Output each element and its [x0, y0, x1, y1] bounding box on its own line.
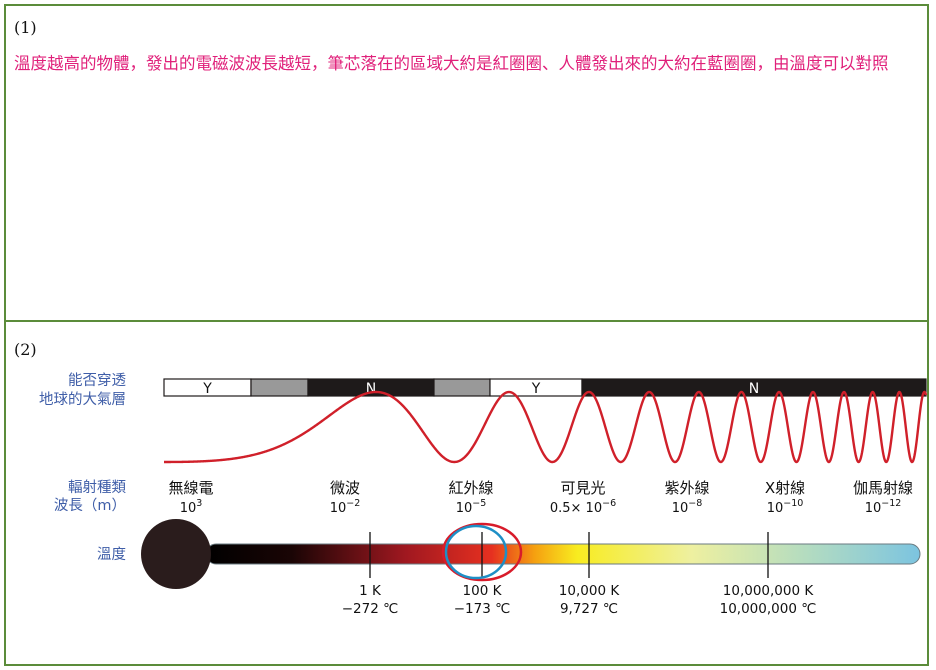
part-2-label: (2)	[14, 340, 37, 359]
kelvin-label: 1 K	[359, 583, 382, 599]
kelvin-label: 10,000 K	[559, 583, 621, 599]
temperature-label: 溫度	[97, 546, 126, 563]
kelvin-label: 10,000,000 K	[723, 583, 815, 599]
question-panel-2: (2) 能否穿透 地球的大氣層 輻射種類 波長（m） 溫度 Y N Y N	[4, 320, 929, 666]
atmosphere-segment-label: Y	[202, 381, 212, 397]
radiation-type-name: 紅外線	[448, 479, 493, 497]
radiation-type-name: 無線電	[168, 479, 213, 497]
wavelength-value: 10−12	[865, 498, 902, 516]
blue-circle	[444, 524, 508, 580]
atmosphere-segment	[581, 378, 927, 397]
radiation-type-name: 伽馬射線	[853, 479, 913, 497]
question-panel-1: (1) 溫度越高的物體，發出的電磁波波長越短，筆芯落在的區域大約是紅圈圈、人體發…	[4, 4, 929, 322]
wavelength-value: 103	[180, 498, 203, 516]
atmosphere-segment-label: N	[366, 381, 376, 397]
atmosphere-label-line1: 能否穿透	[68, 372, 126, 389]
radiation-label-line2: 波長（m）	[54, 497, 126, 514]
atmosphere-segment-label: N	[749, 381, 759, 397]
wavelength-value: 10−5	[456, 498, 487, 516]
celsius-label: 9,727 ℃	[560, 601, 618, 617]
temperature-gradient-bar	[205, 543, 921, 565]
atmosphere-segment-label: Y	[531, 381, 541, 397]
radiation-type-name: X射線	[765, 479, 805, 497]
radiation-type-name: 紫外線	[664, 479, 709, 497]
wavelength-value: 0.5× 10−6	[550, 498, 616, 516]
wave-line	[164, 390, 927, 464]
part-1-label: (1)	[14, 18, 37, 37]
black-body-ball	[141, 519, 211, 589]
celsius-label: 10,000,000 ℃	[720, 601, 817, 617]
atmosphere-label-line2: 地球的大氣層	[39, 391, 126, 408]
atmosphere-segment	[433, 378, 491, 397]
atmosphere-segment	[250, 378, 309, 397]
answer-text: 溫度越高的物體，發出的電磁波波長越短，筆芯落在的區域大約是紅圈圈、人體發出來的大…	[14, 54, 889, 73]
wavelength-value: 10−2	[330, 498, 361, 516]
radiation-type-name: 微波	[330, 479, 360, 497]
kelvin-label: 100 K	[463, 583, 503, 599]
red-circle	[441, 522, 523, 582]
temperature-ticks: 1 K −272 ℃ 100 K −173 ℃ 10,000 K 9,727 ℃ 10,00…	[342, 532, 817, 617]
wavelength-value: 10−8	[672, 498, 703, 516]
radiation-label-line1: 輻射種類	[68, 479, 126, 496]
celsius-label: −272 ℃	[342, 601, 399, 617]
celsius-label: −173 ℃	[454, 601, 511, 617]
radiation-type-name: 可見光	[560, 479, 605, 497]
wavelength-value: 10−10	[767, 498, 804, 516]
